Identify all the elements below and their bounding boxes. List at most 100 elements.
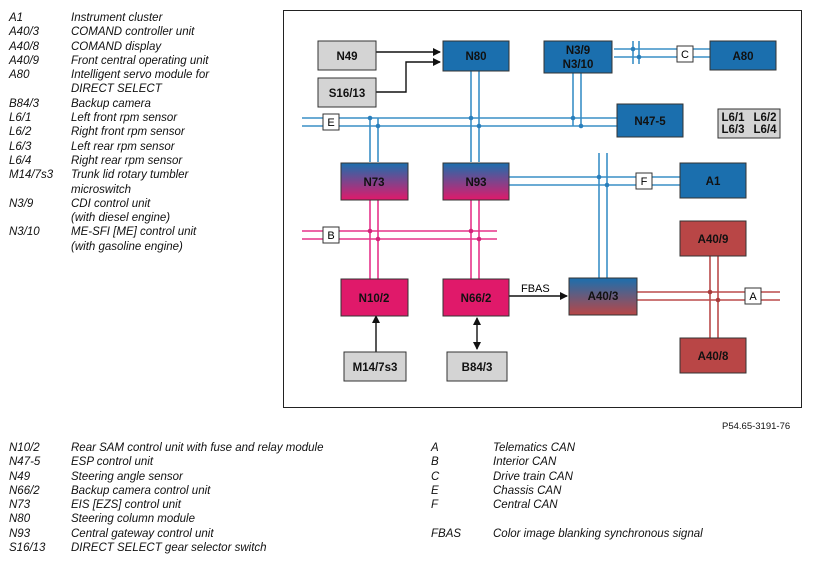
figure-reference: P54.65-3191-76 [722,421,791,432]
legend-description: ME-SFI [ME] control unit [71,226,197,239]
unit-n3: N3/9 N3/10 [543,40,613,74]
legend-description: Steering column module [71,513,196,526]
legend-code: B84/3 [9,97,40,110]
legend-row: A Telematics CAN [431,441,703,455]
legend-row: A40/9 Front central operating unit [9,54,209,68]
svg-text:B: B [327,230,334,242]
s16-to-n80-arrow [376,58,441,93]
legend-row: B Interior CAN [431,455,703,469]
legend-code: A40/3 [9,26,40,39]
svg-text:S16/13: S16/13 [329,88,365,100]
bus-label-a: A [744,287,762,305]
fbas-label: FBAS [521,283,550,295]
legend-row: F Central CAN [431,498,703,512]
unit-n47-5: N47-5 [616,103,684,138]
svg-text:N73: N73 [363,177,384,189]
n80-can-stub [470,69,480,162]
legend-description: DIRECT SELECT gear selector switch [71,542,267,555]
legend-description: Central CAN [493,499,558,512]
legend-description: Backup camera [71,97,151,110]
legend-code: F [431,499,439,512]
legend-row: S16/13 DIRECT SELECT gear selector switch [9,541,323,555]
legend-row: A40/8 COMAND display [9,40,209,54]
svg-text:N93: N93 [465,177,486,189]
diagram-frame [283,10,802,408]
unit-a80: A80 [709,40,777,71]
bus-label-e: E [322,113,340,131]
svg-text:L6/1: L6/1 [721,112,745,124]
legend-description: (with diesel engine) [71,212,171,225]
legend-code: N49 [9,470,31,483]
legend-code: N10/2 [9,442,40,454]
svg-text:L6/2: L6/2 [753,112,776,124]
legend-code: B [431,456,439,469]
svg-text:C: C [681,49,689,61]
unit-a40-8: A40/8 [679,337,747,374]
chassis-can-bus [302,117,617,127]
legend-code: C [431,470,440,483]
svg-text:N49: N49 [336,51,357,63]
unit-n49: N49 [317,40,377,71]
legend-description: EIS [EZS] control unit [71,499,181,512]
svg-text:M14/7s3: M14/7s3 [353,362,398,374]
unit-n93: N93 [442,162,510,201]
junction-dots [367,46,642,188]
legend-row: DIRECT SELECT [9,82,209,96]
unit-n66-2: N66/2 [442,278,510,317]
svg-text:N3/10: N3/10 [563,59,594,71]
legend-row: microswitch [9,183,209,197]
legend-code: L6/4 [9,154,32,167]
legend-code: A1 [9,12,24,24]
legend-row: N3/10 ME-SFI [ME] control unit [9,225,209,239]
svg-text:A40/8: A40/8 [698,351,729,363]
legend-code: N3/10 [9,226,40,239]
legend-code: A40/9 [9,54,40,67]
unit-b84-3: B84/3 [446,351,508,382]
legend-description: Chassis CAN [493,484,562,497]
legend-code: S16/13 [9,542,46,555]
svg-text:N47-5: N47-5 [634,116,666,128]
legend-code: N3/9 [9,197,34,210]
legend-description: DIRECT SELECT [71,83,162,96]
legend-code: A40/8 [9,40,40,53]
legend-description: Interior CAN [493,456,557,469]
legend-description: Right front rpm sensor [71,126,185,139]
svg-text:E: E [327,117,334,129]
svg-text:L6/4: L6/4 [753,124,777,136]
legend-code: A80 [9,69,30,82]
bus-label-b: B [322,226,340,244]
legend-description: Front central operating unit [71,54,209,67]
svg-text:A40/9: A40/9 [698,234,729,246]
legend-code: L6/2 [9,126,32,139]
legend-description: COMAND display [71,40,162,53]
legend-code: FBAS [431,527,462,540]
legend-code: N47-5 [9,456,41,469]
legend-description: Trunk lid rotary tumbler [71,169,189,182]
legend-description: Left front rpm sensor [71,112,178,125]
legend-code: A [431,442,439,454]
svg-text:A: A [749,291,757,303]
legend-description: microswitch [71,183,132,196]
legend-description: Left rear rpm sensor [71,140,175,153]
legend-row: L6/2 Right front rpm sensor [9,125,209,139]
unit-n10-2: N10/2 [340,278,409,317]
junction-dots-red [707,289,721,303]
legend-row: (with diesel engine) [9,211,209,225]
drive-train-can-bus [614,41,710,64]
legend-description: Telematics CAN [493,442,576,454]
